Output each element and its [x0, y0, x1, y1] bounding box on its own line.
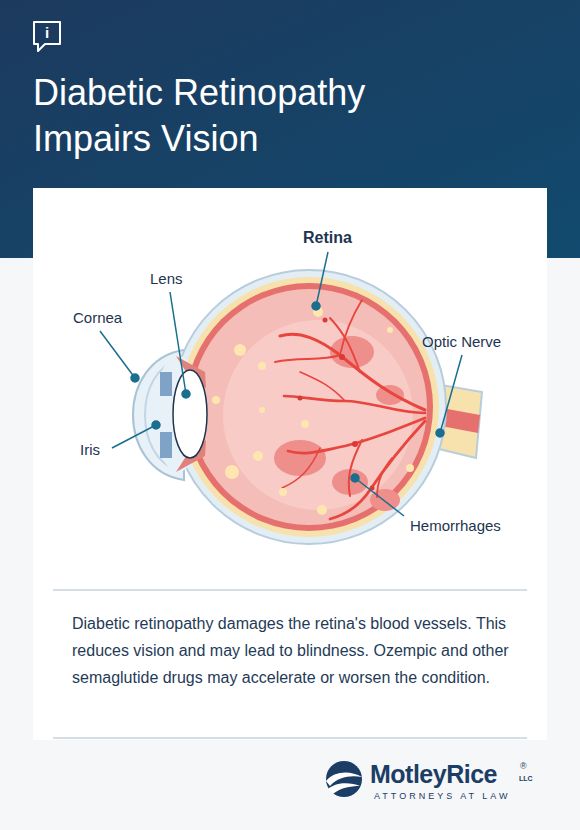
blood-vessels: [275, 300, 425, 519]
exudates: [212, 307, 414, 515]
part-label: Hemorrhages: [410, 517, 501, 534]
choroid: [185, 283, 433, 531]
hemorrhage-blotches: [274, 336, 404, 511]
logo-wordmark: MotleyRice: [370, 760, 497, 789]
microaneurysms: [298, 318, 375, 491]
logo-mark: [326, 761, 362, 797]
sclera: [172, 270, 446, 544]
divider-line: [53, 737, 527, 739]
content-card: [33, 188, 547, 740]
caption-text: Diabetic retinopathy damages the retina'…: [72, 610, 524, 691]
logo-registered: ®: [520, 761, 527, 771]
part-label: Retina: [303, 229, 352, 247]
choroid-yellow: [179, 277, 439, 537]
part-label: Optic Nerve: [422, 333, 501, 350]
lens: [173, 370, 207, 458]
retina-surface: [191, 289, 427, 525]
page-title: Diabetic Retinopathy Impairs Vision: [33, 70, 463, 162]
logo-llc: LLC: [519, 775, 533, 782]
logo-tagline: ATTORNEYS AT LAW: [374, 791, 511, 801]
part-label: Lens: [150, 270, 183, 287]
vitreous: [223, 320, 413, 510]
iris: [160, 372, 172, 396]
info-icon: [34, 22, 60, 51]
leader-lines: [100, 252, 462, 516]
iris: [160, 432, 172, 458]
part-label: Iris: [80, 441, 100, 458]
divider-line: [53, 589, 527, 591]
part-label: Cornea: [73, 309, 122, 326]
info-icon-letter: i: [34, 24, 60, 41]
